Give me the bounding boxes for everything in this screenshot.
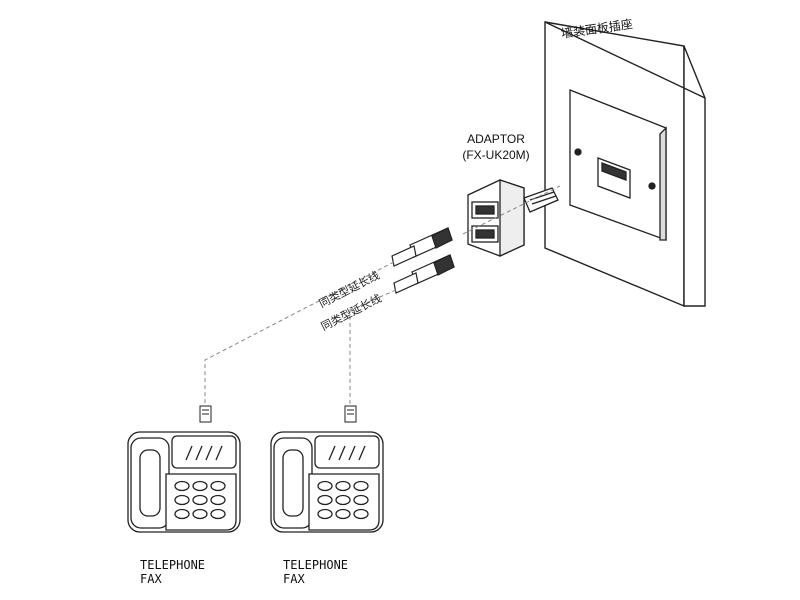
- adaptor-side: [499, 179, 525, 258]
- plug-upper-tip: [431, 227, 453, 249]
- phone-display-mark: [328, 445, 336, 461]
- telephone-fax-icon: [127, 431, 241, 533]
- cable-plug-lower: [393, 254, 455, 294]
- phone-key: [192, 494, 208, 506]
- phone-key: [174, 508, 190, 520]
- plug-lower-tip: [433, 254, 455, 276]
- phone-key: [353, 480, 369, 492]
- phone-display-mark: [358, 445, 366, 461]
- phone-plug-2: [344, 405, 357, 423]
- phone-key: [353, 494, 369, 506]
- extension-cable-lines: [204, 185, 561, 405]
- socket-plate-side: [659, 126, 667, 241]
- socket-screw-right: [648, 182, 656, 190]
- phone-key: [210, 480, 226, 492]
- phone-key: [335, 508, 351, 520]
- plug-lower-boot: [393, 272, 419, 294]
- phone-handset-grip: [139, 449, 161, 517]
- phone-key: [210, 494, 226, 506]
- adaptor-plug-rib: [531, 195, 557, 205]
- device-label-2: TELEPHONE FAX: [283, 558, 348, 586]
- phone-key: [335, 494, 351, 506]
- socket-screw-left: [574, 148, 582, 156]
- phone-plug-1: [199, 405, 212, 423]
- device-2-line2: FAX: [283, 572, 305, 586]
- phone-key: [335, 480, 351, 492]
- phone-key: [174, 480, 190, 492]
- double-adaptor-icon: [467, 179, 559, 258]
- wall-panel-side: [683, 45, 706, 307]
- extension-cable-2: [349, 289, 397, 405]
- device-1-line1: TELEPHONE: [140, 558, 206, 572]
- device-1-line2: FAX: [140, 572, 162, 586]
- phone-key: [192, 480, 208, 492]
- phone-display-mark: [185, 445, 193, 461]
- phone-key: [317, 508, 333, 520]
- phone-display-mark: [348, 445, 356, 461]
- phone-display-mark: [215, 445, 223, 461]
- phone-handset-grip: [282, 449, 304, 517]
- adaptor-model: (FX-UK20M): [462, 148, 530, 162]
- phone-key: [317, 494, 333, 506]
- phone-keys: [174, 480, 226, 520]
- phone-display-mark: [195, 445, 203, 461]
- socket-port: [601, 162, 627, 181]
- phone-display-mark: [338, 445, 346, 461]
- phone-key: [317, 480, 333, 492]
- phone-display: [171, 435, 237, 469]
- phone-display-mark: [205, 445, 213, 461]
- adaptor-label: ADAPTOR (FX-UK20M): [448, 131, 544, 163]
- adaptor-port-top-hole: [475, 205, 495, 215]
- plug-upper-boot: [391, 245, 417, 267]
- phone-key: [210, 508, 226, 520]
- wall-panel-edge: [544, 21, 706, 99]
- phone-keys: [317, 480, 369, 520]
- adaptor-port-bottom-hole: [475, 229, 495, 239]
- phone-key: [353, 508, 369, 520]
- extension-cable-1: [204, 261, 395, 405]
- telephone-fax-icon: [270, 431, 384, 533]
- wall-socket-icon: [569, 89, 667, 241]
- device-2-line1: TELEPHONE: [283, 558, 349, 572]
- phone-key: [192, 508, 208, 520]
- device-label-1: TELEPHONE FAX: [140, 558, 205, 586]
- adaptor-name: ADAPTOR: [467, 132, 525, 146]
- phone-key: [174, 494, 190, 506]
- phone-display: [314, 435, 380, 469]
